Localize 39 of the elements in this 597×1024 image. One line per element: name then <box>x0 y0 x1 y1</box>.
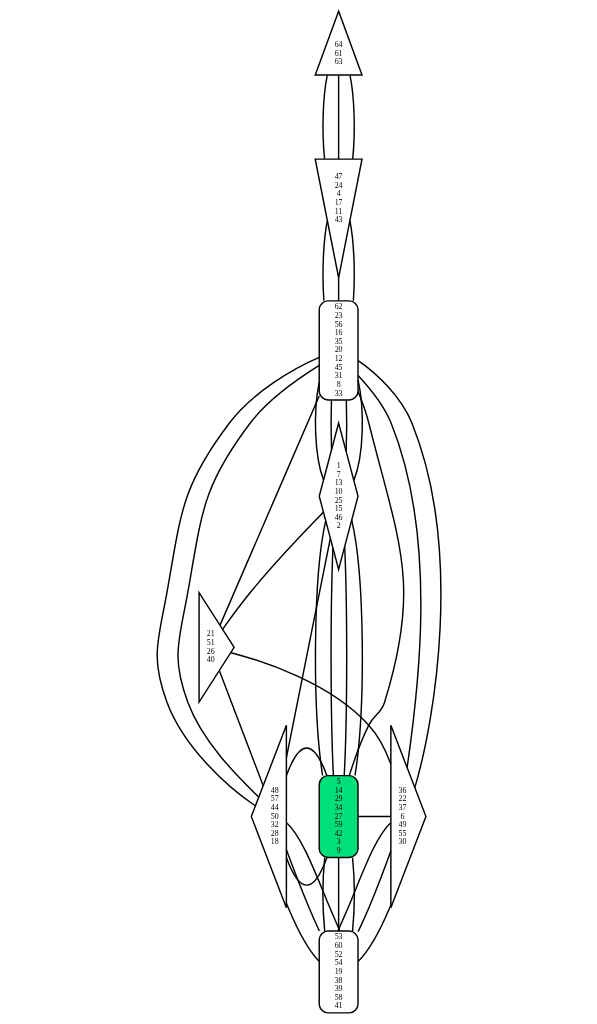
connector <box>337 277 339 302</box>
connector <box>314 381 324 481</box>
connector <box>356 850 392 933</box>
connector <box>176 364 320 798</box>
connector <box>356 359 442 789</box>
connector <box>348 390 404 777</box>
connector <box>321 856 325 932</box>
connector <box>285 849 320 932</box>
connector <box>356 815 391 818</box>
connector <box>350 519 363 777</box>
connector <box>285 902 320 962</box>
connector <box>229 651 392 765</box>
node-box: 53 60 52 54 19 38 39 58 41 <box>318 930 359 1014</box>
connector <box>314 520 326 777</box>
connector <box>344 399 347 453</box>
connector <box>321 74 328 160</box>
connector <box>336 821 391 932</box>
connector <box>218 669 264 787</box>
node-box: 62 23 56 16 35 20 12 45 31 8 33 <box>318 300 359 401</box>
connector <box>351 856 355 932</box>
connector <box>218 395 320 626</box>
connector <box>221 511 324 630</box>
node-box: 5 14 29 34 27 59 42 3 9 <box>318 774 359 859</box>
connector <box>285 537 331 759</box>
node-diamond: 1 7 13 10 25 15 46 2 <box>318 420 359 573</box>
connector <box>348 219 355 302</box>
connector <box>356 904 392 963</box>
connector <box>321 219 328 302</box>
connector <box>329 547 334 777</box>
connector <box>155 356 320 807</box>
connector <box>352 379 363 481</box>
connector <box>285 856 328 886</box>
connector <box>348 74 355 160</box>
connector <box>285 747 328 777</box>
connector <box>356 374 422 769</box>
connector <box>329 399 332 451</box>
connector <box>285 821 340 932</box>
connector <box>343 546 347 777</box>
connector <box>337 74 339 160</box>
